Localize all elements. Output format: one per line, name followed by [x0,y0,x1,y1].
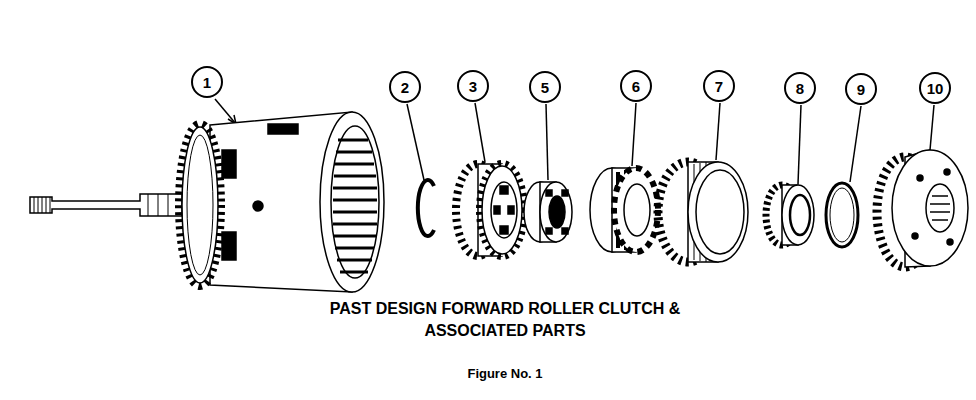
thrust-washer [826,183,858,247]
figure-caption: PAST DESIGN FORWARD ROLLER CLUTCH & ASSO… [290,298,720,342]
callout-circle: 8 [784,72,816,104]
callout-number: 7 [715,79,723,94]
callout-number: 6 [632,79,640,94]
callout-circle: 6 [620,70,652,102]
callout-number: 5 [541,80,549,95]
snap-ring [418,180,434,236]
outer-race [658,162,748,262]
roller-cam [524,182,572,242]
sun-gear [766,185,814,245]
clutch-drum-and-shaft [30,112,384,292]
callout-circle: 1 [191,66,223,98]
callout-circle: 5 [529,71,561,103]
callout-circle: 3 [457,70,489,102]
callout-number: 8 [796,81,804,96]
figure-number: Figure No. 1 [380,366,630,381]
callout-number: 10 [927,81,944,96]
callout-number: 2 [401,80,409,95]
roller-cage [590,168,658,252]
hub-flange [877,150,968,267]
callout-circle: 9 [845,73,877,105]
gear [456,164,524,256]
callout-number: 1 [203,75,211,90]
callout-number: 3 [469,79,477,94]
callout-circle: 2 [389,71,421,103]
callout-number: 9 [857,82,865,97]
callout-circle: 7 [703,70,735,102]
callout-circle: 10 [919,72,951,104]
